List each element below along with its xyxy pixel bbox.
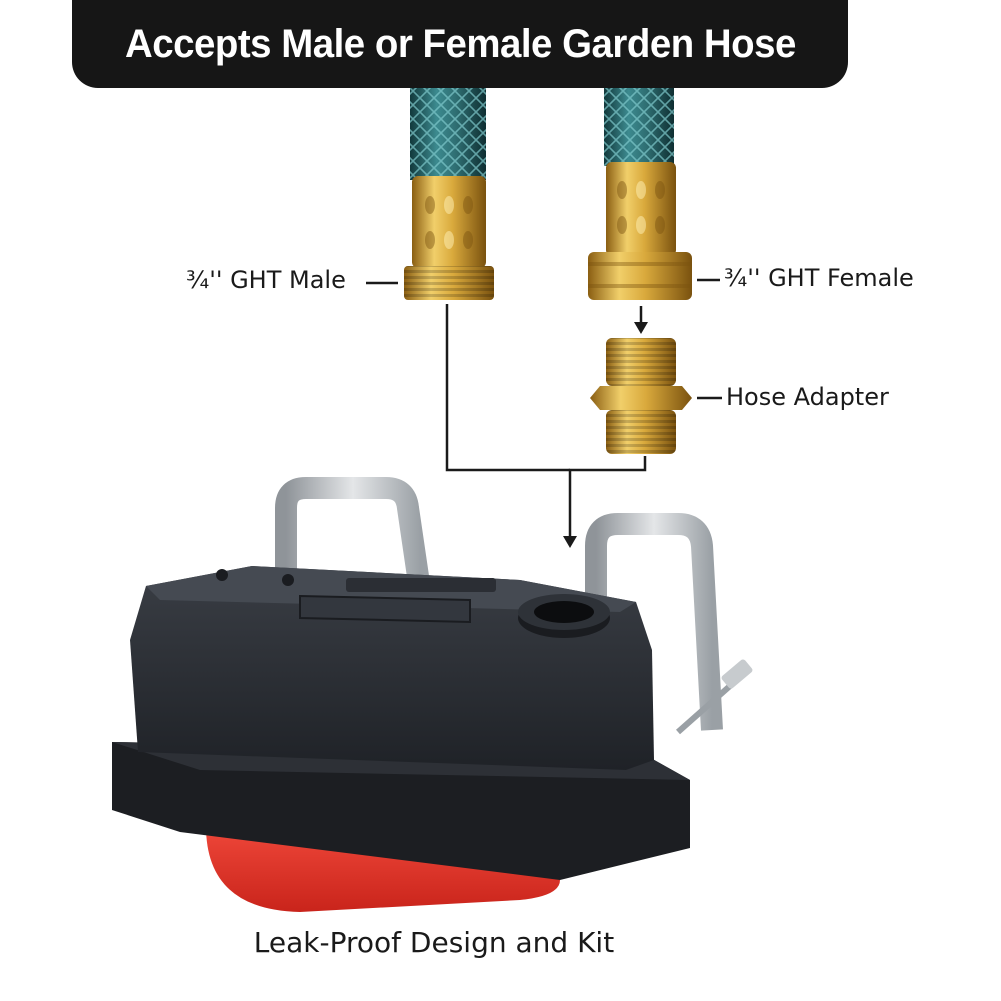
male-hose bbox=[410, 88, 486, 180]
page-title: Accepts Male or Female Garden Hose bbox=[124, 21, 796, 66]
hose-adapter-label: Hose Adapter bbox=[726, 383, 889, 411]
male-fitting-label: ¾'' GHT Male bbox=[186, 266, 346, 294]
hose-adapter bbox=[590, 338, 692, 454]
arrow-female-to-adapter bbox=[634, 306, 648, 334]
float-valve bbox=[112, 477, 753, 912]
footer-caption: Leak-Proof Design and Kit bbox=[253, 926, 615, 959]
male-fitting bbox=[404, 176, 494, 300]
title-banner: Accepts Male or Female Garden Hose bbox=[72, 0, 848, 88]
female-fitting-label: ¾'' GHT Female bbox=[724, 264, 914, 292]
female-hose bbox=[604, 88, 674, 166]
female-fitting bbox=[588, 162, 692, 300]
connection-lines bbox=[445, 304, 647, 548]
